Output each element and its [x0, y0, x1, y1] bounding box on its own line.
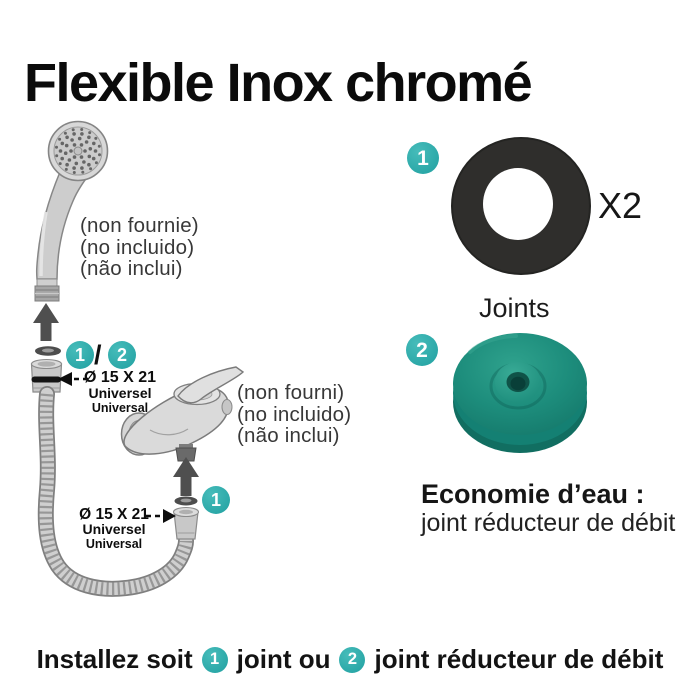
footer-badge-1: 1: [201, 646, 228, 673]
footer-badge-2: 2: [339, 646, 366, 673]
faucet-note-line: (no incluido): [237, 402, 352, 426]
faucet-note-line: (non fourni): [237, 381, 345, 404]
diameter-label: Ø 15 X 21: [83, 369, 157, 386]
universal-label: Universal: [85, 537, 143, 551]
universel-label: Universel: [82, 521, 146, 537]
hose-connector-illustration: [172, 506, 200, 540]
washer-ring-image: [451, 137, 591, 275]
joints-label: Joints: [479, 293, 550, 323]
step-badge-1: 1: [66, 341, 94, 369]
slash-separator: /: [94, 340, 102, 370]
faucet-outlet: [175, 444, 197, 462]
step-badge-1: 1: [202, 486, 230, 514]
faucet-note-line: (não inclui): [237, 424, 340, 447]
washer-icon: [35, 346, 61, 356]
page-title: Flexible Inox chromé: [24, 53, 533, 114]
up-arrow-icon: [33, 303, 59, 341]
up-arrow-icon: [173, 457, 199, 496]
hose-connector-illustration: [30, 358, 63, 393]
shower-note-line: (não inclui): [80, 257, 183, 280]
diameter-label: Ø 15 X 21: [79, 506, 149, 523]
hose-illustration: [37, 386, 194, 597]
footer-instruction: Installez soit 1 joint ou 2 joint réduct…: [0, 644, 700, 675]
footer-text-end: joint réducteur de débit: [374, 644, 664, 674]
washer-icon: [174, 496, 198, 506]
part-badge-2: 2: [406, 334, 438, 366]
part-badge-1: 1: [407, 142, 439, 174]
upper-size-label: Ø 15 X 21 Universel Universal: [66, 369, 174, 416]
quantity-label: X2: [598, 185, 643, 226]
flow-reducer-image: [453, 333, 587, 453]
universel-label: Universel: [88, 385, 152, 401]
eco-title: Economie d’eau :: [421, 479, 645, 509]
shower-note: (non fournie) (no incluido) (não inclui): [80, 215, 199, 280]
shower-note-line: (no incluido): [80, 235, 195, 259]
lower-size-label: Ø 15 X 21 Universel Universal: [62, 507, 166, 551]
faucet-note: (non fourni) (no incluido) (não inclui): [237, 382, 351, 447]
shower-head-threads: [34, 285, 60, 302]
eco-subtitle: joint réducteur de débit: [421, 509, 676, 537]
footer-text-start: Installez soit: [36, 644, 193, 674]
footer-text-middle: joint ou: [236, 644, 331, 674]
shower-note-line: (non fournie): [80, 214, 199, 237]
step-badge-2: 2: [108, 341, 136, 369]
universal-label: Universal: [91, 401, 149, 415]
